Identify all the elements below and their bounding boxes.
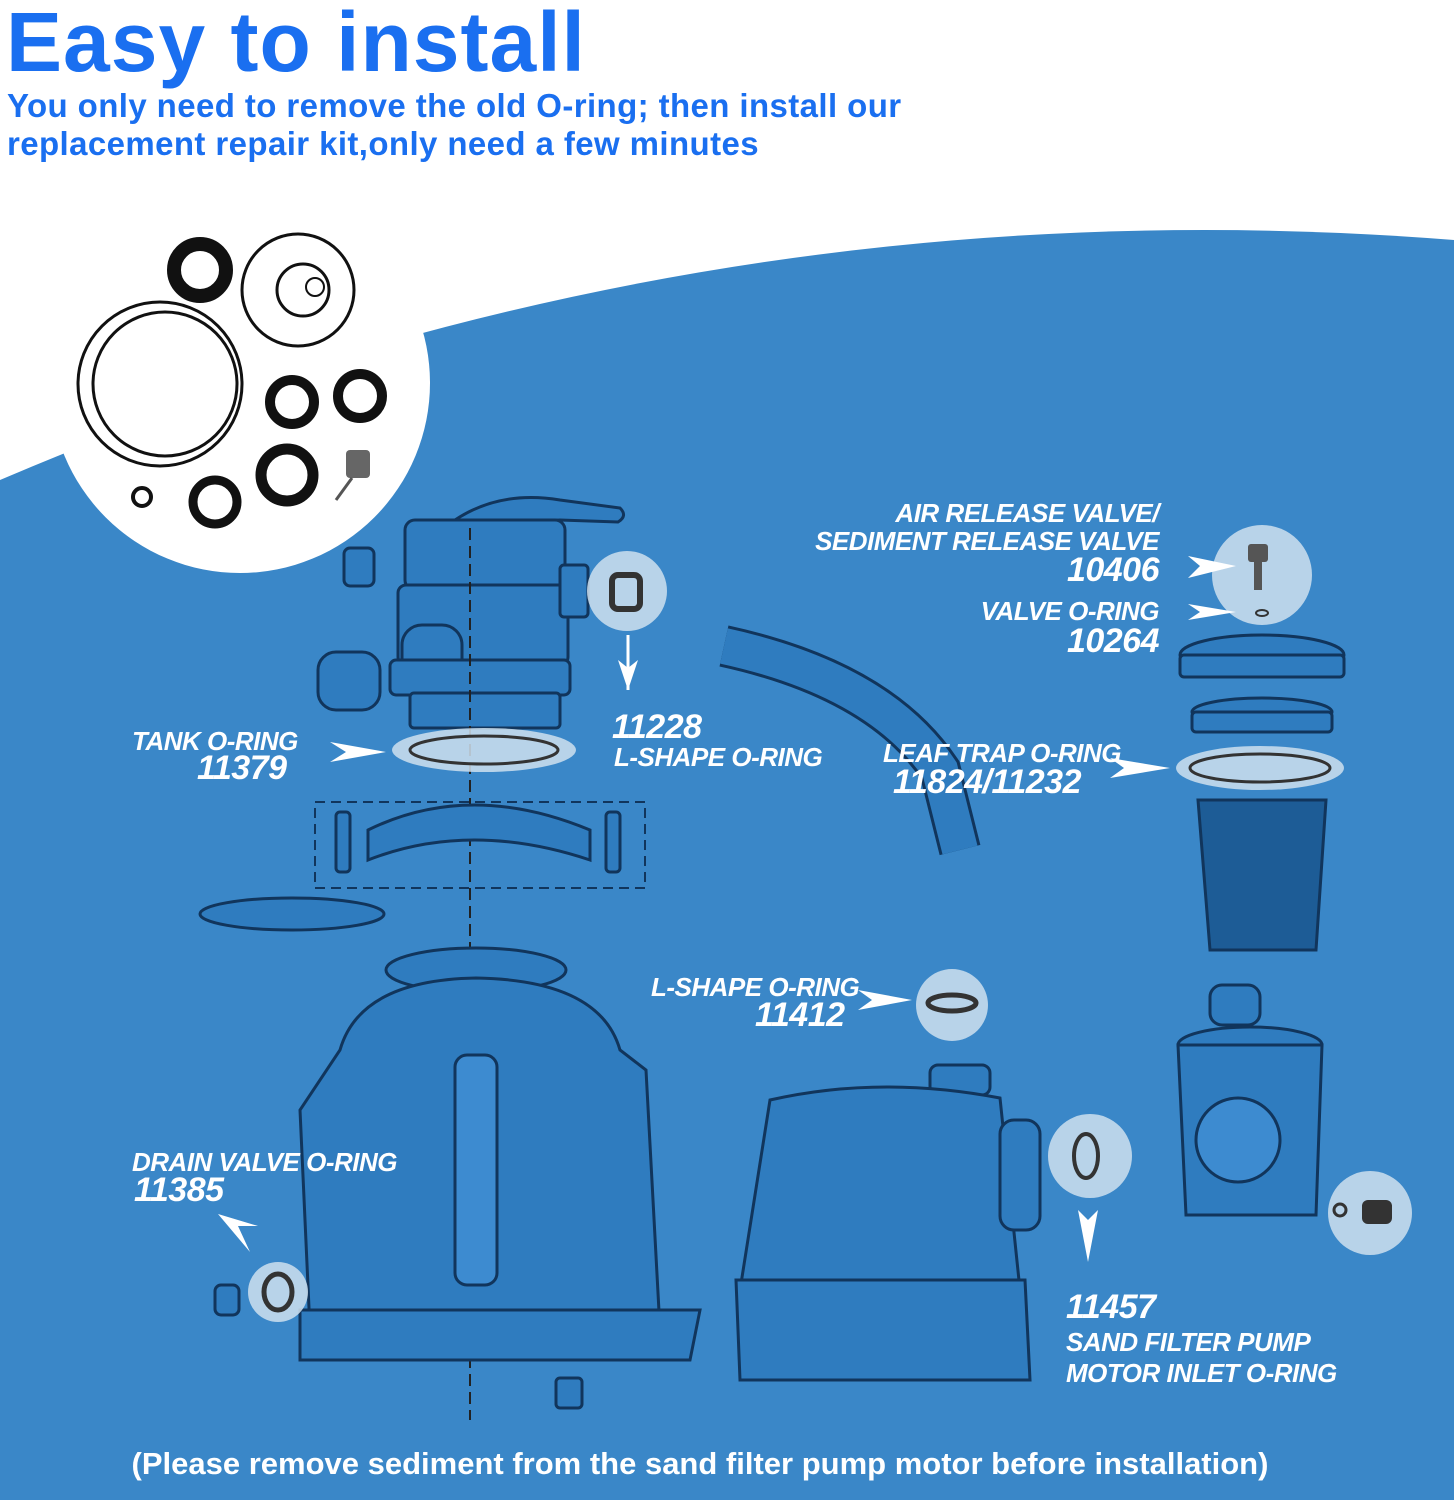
label-drain-valve: DRAIN VALVE O-RING — [132, 1147, 397, 1177]
pump-motor — [734, 1063, 1042, 1382]
label-valve-oring: VALVE O-RING — [980, 596, 1160, 626]
label-drain-valve-number: 11385 — [134, 1171, 224, 1209]
label-air-release-line1: AIR RELEASE VALVE/ — [895, 498, 1159, 528]
kit-photo — [50, 193, 430, 573]
label-tank-oring: TANK O-RING — [132, 726, 298, 756]
label-motor-inlet-number: 11457 — [1066, 1288, 1156, 1326]
headline: Easy to install — [6, 0, 586, 89]
label-l-shape-mid: L-SHAPE O-RING — [651, 972, 860, 1002]
sand-tank — [298, 946, 702, 1362]
label-l-shape-mid-number: 11412 — [755, 996, 845, 1034]
subtitle-line-2: replacement repair kit,only need a few m… — [7, 125, 759, 162]
footer-note: (Please remove sediment from the sand fi… — [131, 1446, 1269, 1481]
label-l-shape-top-number: 11228 — [612, 708, 702, 746]
label-air-release-line2: SEDIMENT RELEASE VALVE — [815, 526, 1159, 556]
label-leaf-trap-number: 11824/11232 — [893, 763, 1082, 801]
label-motor-inlet-line1: SAND FILTER PUMP — [1066, 1327, 1311, 1357]
pump-lid-stack — [1178, 633, 1346, 952]
label-l-shape-top: L-SHAPE O-RING — [614, 742, 823, 772]
label-motor-inlet-line2: MOTOR INLET O-RING — [1066, 1358, 1337, 1388]
label-air-release-number: 10406 — [1066, 551, 1160, 589]
label-tank-oring-number: 11379 — [197, 749, 287, 787]
subtitle-line-1: You only need to remove the old O-ring; … — [7, 87, 902, 124]
multiport-valve — [316, 496, 625, 1420]
label-leaf-trap: LEAF TRAP O-RING — [883, 738, 1122, 768]
strainer-housing — [1176, 983, 1324, 1217]
label-valve-oring-number: 10264 — [1066, 622, 1160, 660]
